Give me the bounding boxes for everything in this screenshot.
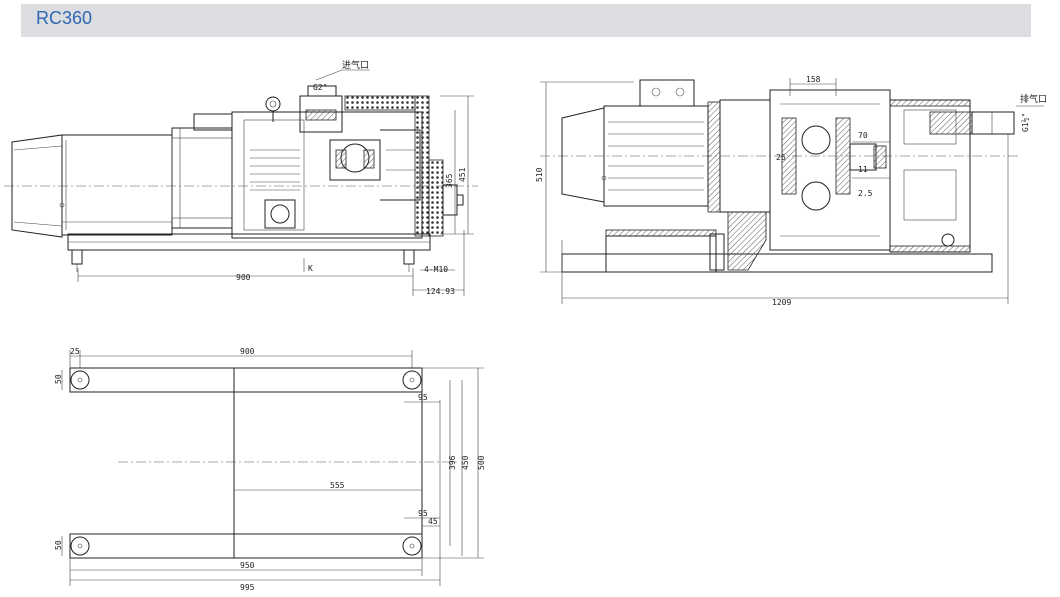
side-view (4, 69, 478, 296)
dim-70: 70 (858, 131, 868, 140)
foot-dim-396: 396 (448, 455, 457, 470)
foot-dim-500: 500 (477, 455, 486, 470)
top-view (540, 78, 1044, 304)
foot-dim-555: 555 (330, 481, 345, 490)
outlet-label: 排气口 (1020, 93, 1047, 105)
foot-dim-45: 45 (428, 517, 438, 526)
side-height-451-dimension: 451 (458, 167, 467, 182)
mount-holes-label: 4-M10 (424, 265, 448, 274)
foot-dim-900: 900 (240, 347, 255, 356)
side-height-365-dimension: 365 (445, 173, 454, 188)
header-bar (21, 4, 1031, 37)
inlet-thread-label: G2" (313, 83, 327, 92)
side-length-dimension: 900 (236, 273, 251, 282)
foot-dim-50-top: 50 (54, 374, 63, 384)
dim-158: 158 (806, 75, 821, 84)
foot-dim-995: 995 (240, 583, 255, 592)
dim-2-5: 2.5 (858, 189, 873, 198)
outlet-thread-label: G1½" (1020, 113, 1030, 132)
foot-dim-50-bottom: 50 (54, 540, 63, 550)
foot-dim-450: 450 (461, 455, 470, 470)
foot-dim-95-top: 95 (418, 393, 428, 402)
dim-26: 26 (776, 153, 786, 162)
page-title: RC360 (36, 8, 93, 28)
foot-dim-95-bottom: 95 (418, 509, 428, 518)
foot-dim-25: 25 (70, 347, 80, 356)
foot-view (61, 350, 484, 586)
top-length-1209-dimension: 1209 (772, 298, 791, 307)
view-marker-k: K (308, 264, 313, 273)
inlet-label: 进气口 (342, 59, 369, 71)
foot-dim-950: 950 (240, 561, 255, 570)
offset-dimension: 124.93 (426, 287, 455, 296)
dim-11: 11 (858, 165, 868, 174)
top-height-510-dimension: 510 (535, 167, 544, 182)
